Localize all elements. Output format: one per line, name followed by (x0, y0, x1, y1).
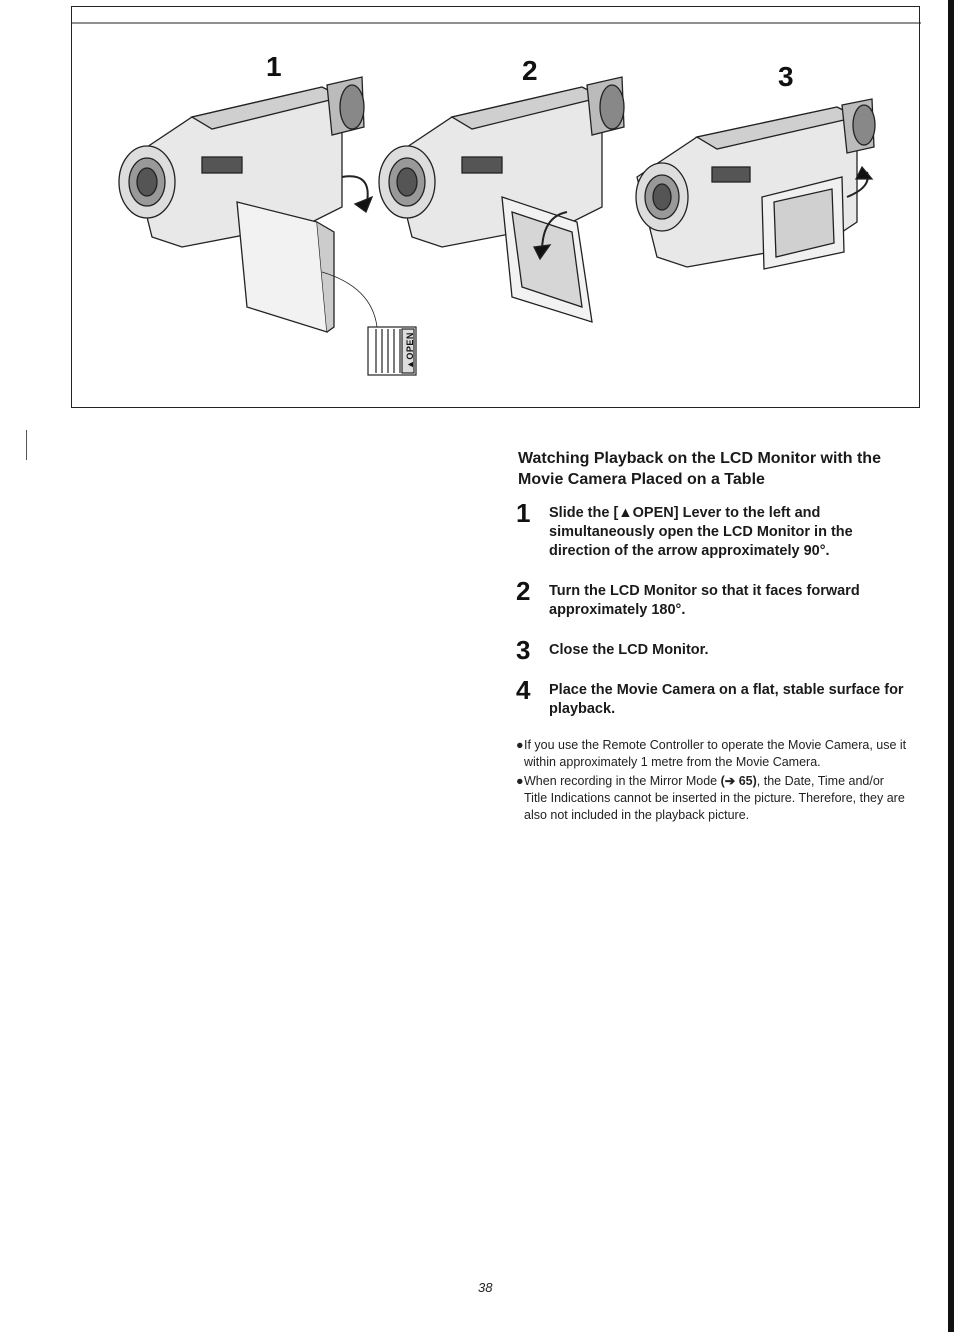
step-number: 1 (516, 498, 531, 528)
step-text: Close the LCD Monitor. (549, 642, 709, 658)
figure-step-label-3: 3 (778, 61, 794, 92)
figure-step-label-2: 2 (522, 55, 538, 86)
step-text: Turn the LCD Monitor so that it faces fo… (549, 583, 860, 618)
camcorder-2-illustration (378, 76, 625, 323)
note-item: ● When recording in the Mirror Mode (➔ 6… (516, 773, 910, 824)
step-1: 1 Slide the [▲OPEN] Lever to the left an… (516, 498, 910, 561)
figure-step-label-1: 1 (266, 51, 282, 82)
camcorder-3-illustration (635, 98, 876, 270)
instructions-section: Watching Playback on the LCD Monitor wit… (516, 448, 910, 826)
note-text: When recording in the Mirror Mode (524, 774, 721, 788)
open-lever-label: ▲OPEN (405, 332, 415, 369)
section-heading: Watching Playback on the LCD Monitor wit… (518, 450, 881, 488)
illustration-panel: 1 2 3 ▲OPEN (71, 6, 921, 408)
page-number: 38 (478, 1280, 493, 1295)
step-text: Place the Movie Camera on a flat, stable… (549, 682, 904, 717)
note-item: ● If you use the Remote Controller to op… (516, 737, 910, 771)
note-text: , the Date, Time and/or Title Indication… (524, 774, 905, 822)
step-number: 4 (516, 675, 531, 705)
step-3: 3 Close the LCD Monitor. (516, 635, 910, 665)
step-text: Slide the [▲OPEN] Lever to the left and … (549, 505, 853, 559)
bullet-icon: ● (516, 774, 524, 788)
bullet-icon: ● (516, 738, 524, 752)
step-2: 2 Turn the LCD Monitor so that it faces … (516, 576, 910, 620)
camcorder-1-illustration (118, 76, 378, 333)
step-number: 3 (516, 635, 531, 665)
page-reference-link[interactable]: (➔ 65) (720, 774, 757, 788)
camcorder-illustrations (72, 22, 921, 376)
step-4: 4 Place the Movie Camera on a flat, stab… (516, 675, 910, 719)
margin-mark (26, 430, 27, 460)
page-edge-line (948, 0, 954, 1332)
note-text: If you use the Remote Controller to oper… (524, 738, 907, 769)
step-number: 2 (516, 576, 531, 606)
notes-list: ● If you use the Remote Controller to op… (516, 737, 910, 824)
open-lever-inset-icon (367, 326, 417, 376)
